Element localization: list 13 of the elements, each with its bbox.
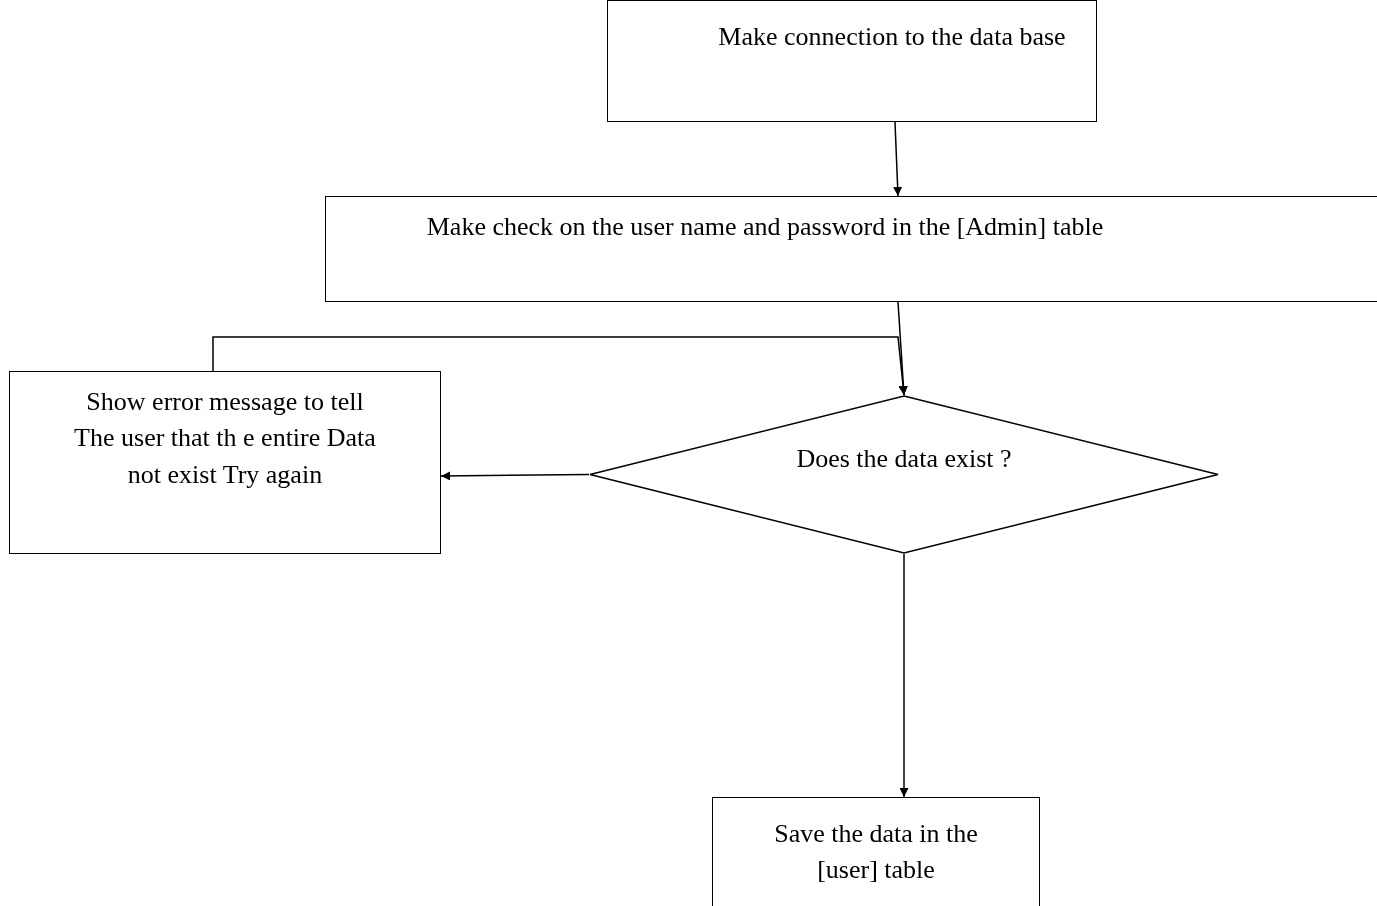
arrow	[893, 121, 903, 197]
step-label: Make check on the user name and password in the [Admin] table	[426, 211, 1104, 243]
process-box	[712, 797, 1040, 906]
step-label: Make connection to the data base	[718, 21, 1066, 53]
process-box	[325, 196, 1377, 302]
arrow	[899, 553, 909, 798]
arrow	[440, 471, 590, 481]
process-box	[9, 371, 441, 554]
arrow	[212, 336, 908, 396]
process-box	[607, 0, 1097, 122]
step-label: Save the data in the [user] table	[773, 818, 979, 887]
decision-label: Does the data exist ?	[796, 443, 1012, 476]
step-label: Show error message to tell The user that th e entire Data not exist Try again	[73, 386, 377, 491]
